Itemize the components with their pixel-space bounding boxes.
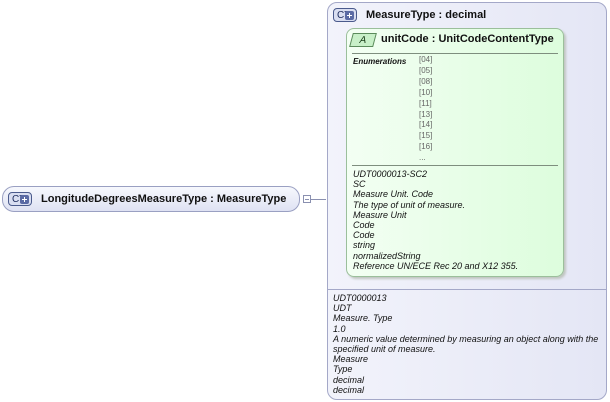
left-node-title-row: LongitudeDegreesMeasureType : MeasureTyp… <box>41 193 286 205</box>
attribute-badge-label: A <box>358 35 368 46</box>
annotation-primitive: decimal <box>333 374 365 385</box>
unitcode-attribute-node[interactable]: A unitCode : UnitCodeContentType Enumera… <box>346 28 564 277</box>
annotation-category: UDT <box>333 303 352 314</box>
attr-annotation-line: string <box>353 240 376 251</box>
annotation-base: decimal <box>333 384 365 395</box>
attribute-divider <box>352 165 558 166</box>
left-node-name: LongitudeDegreesMeasureType <box>41 193 208 205</box>
attr-annotation-line: Reference UN/ECE Rec 20 and X12 355. <box>353 260 519 271</box>
annotation-object-class: Measure <box>333 354 369 365</box>
attr-annotation-line: SC <box>353 179 366 190</box>
attribute-name: unitCode <box>381 33 429 45</box>
enumeration-value: [05] <box>419 65 433 75</box>
annotation-version: 1.0 <box>333 323 346 334</box>
measure-type-base: : decimal <box>435 9 487 21</box>
measure-type-name: MeasureType <box>366 9 436 21</box>
ct-badge-label: CT <box>12 194 26 205</box>
annotation-den: Measure. Type <box>333 313 393 324</box>
complex-type-icon: CT <box>333 8 357 22</box>
enumeration-ellipsis: ... <box>419 153 426 163</box>
longitude-degrees-measure-type-node[interactable]: CT LongitudeDegreesMeasureType : Measure… <box>2 186 300 212</box>
enumerations-list: [04] [05] [08] [10] [11] [13] [14] [15] … <box>419 55 432 164</box>
complex-type-icon: CT <box>8 192 32 206</box>
enumeration-value: [16] <box>419 142 433 152</box>
enumeration-value: [13] <box>419 109 433 119</box>
expand-plus-icon <box>345 11 354 20</box>
left-node-type: : MeasureType <box>207 193 287 205</box>
attribute-annotation: UDT0000013-SC2 SC Measure Unit. Code The… <box>353 169 518 271</box>
attr-annotation-line: The type of unit of measure. <box>353 199 466 210</box>
measure-type-annotation: UDT0000013 UDT Measure. Type 1.0 A numer… <box>333 293 603 395</box>
enumeration-value: [08] <box>419 76 433 86</box>
connector-line <box>311 199 326 200</box>
ct-badge-label: CT <box>337 10 351 21</box>
attr-annotation-line: Measure Unit <box>353 209 407 220</box>
enumeration-value: [15] <box>419 131 433 141</box>
attribute-type: : UnitCodeContentType <box>428 33 554 45</box>
collapse-toggle-icon[interactable] <box>303 195 311 203</box>
annotation-property-term: Type <box>333 364 353 375</box>
attr-annotation-line: Code <box>353 230 375 241</box>
enumeration-value: [14] <box>419 120 433 130</box>
annotation-id: UDT0000013 <box>333 293 387 303</box>
measure-type-title-row: MeasureType : decimal <box>366 9 486 21</box>
attr-annotation-line: Code <box>353 220 375 231</box>
attr-annotation-line: normalizedString <box>353 250 421 261</box>
annotation-definition: A numeric value determined by measuring … <box>333 333 599 355</box>
attr-annotation-line: Measure Unit. Code <box>353 189 434 200</box>
enumeration-value: [11] <box>419 98 432 108</box>
attribute-icon: A <box>349 33 377 47</box>
attribute-title-row: unitCode : UnitCodeContentType <box>381 33 554 45</box>
attr-annotation-line: UDT0000013-SC2 <box>353 169 428 179</box>
enumeration-value: [10] <box>419 87 433 97</box>
annotation-divider <box>328 289 606 290</box>
enumeration-value: [04] <box>419 55 433 64</box>
attribute-divider <box>352 53 558 54</box>
enumerations-label: Enumerations <box>353 57 407 66</box>
expand-plus-icon <box>20 195 29 204</box>
